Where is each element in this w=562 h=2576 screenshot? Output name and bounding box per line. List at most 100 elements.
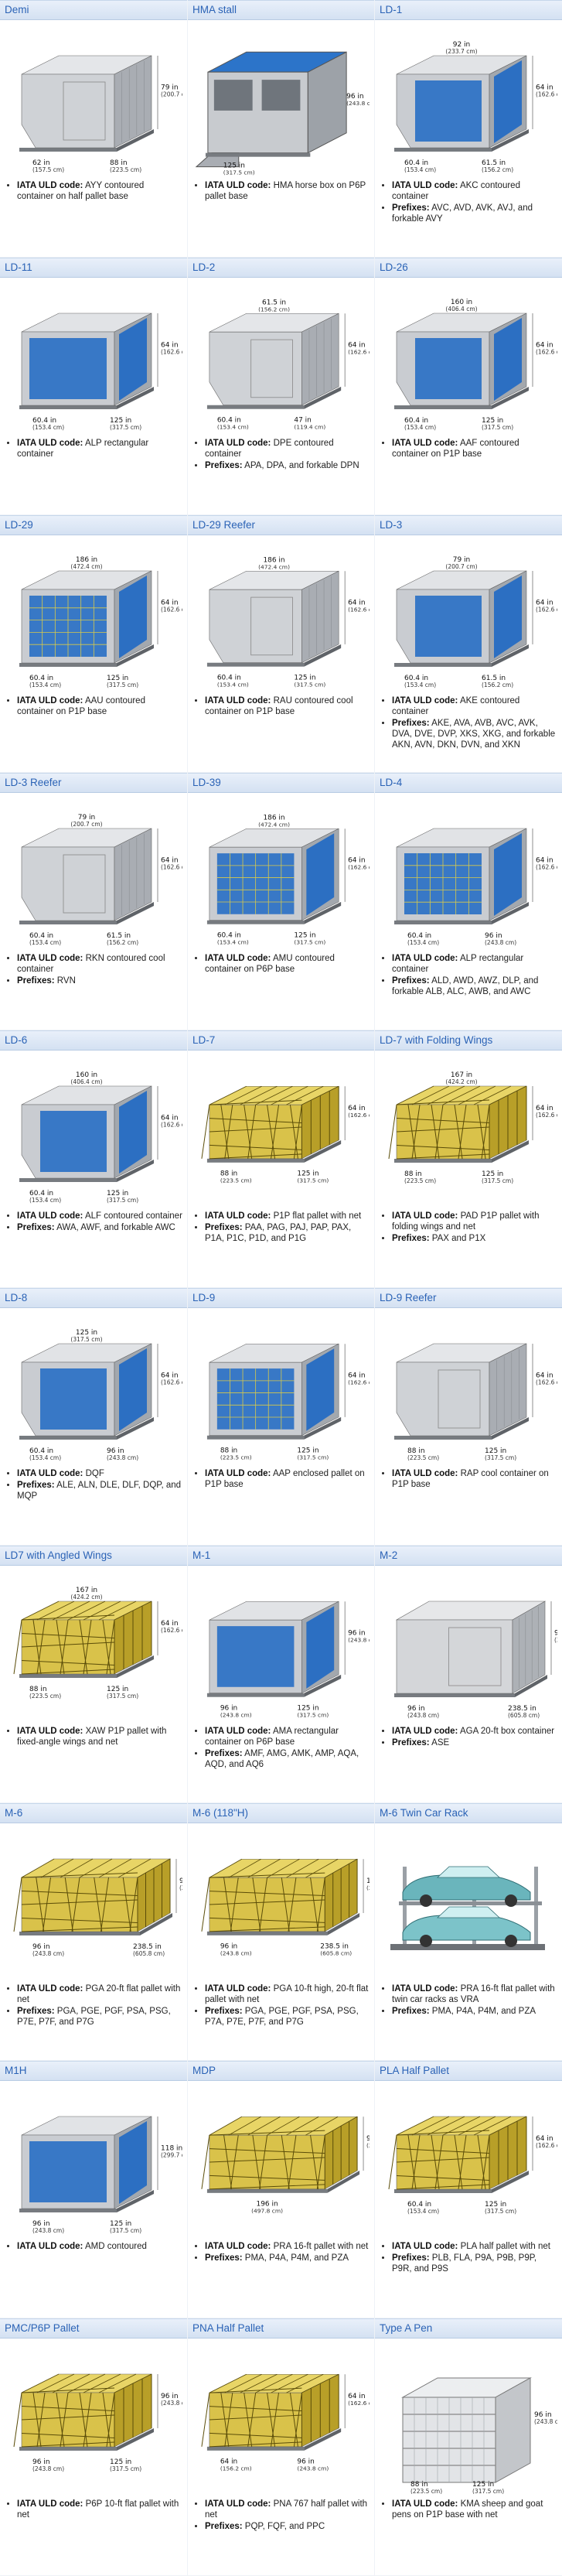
uld-title-link[interactable]: LD-7 with Folding Wings [380,1034,493,1046]
dimension-labels: 79 in(200.7 cm)64 in(162.6 cm)60.4 in(15… [29,814,182,946]
uld-title-link[interactable]: HMA stall [192,4,237,15]
uld-title-link[interactable]: M-2 [380,1549,398,1561]
dimension-value: 125 in [297,1705,318,1713]
uld-title-link[interactable]: LD-3 Reefer [5,777,62,788]
uld-title-link[interactable]: LD-39 [192,777,221,788]
dimension-value: 61.5 in [107,932,131,940]
dimension-metric: (200.7 cm) [161,91,182,98]
card-header: LD-9 Reefer [375,1288,562,1308]
uld-code-value: ALF contoured container [84,1211,182,1221]
uld-title-link[interactable]: M1H [5,2065,27,2076]
uld-illustration: 118 in(299.7 cm)96 in(243.8 cm)238.5 in(… [201,1858,370,1957]
front-face [209,1104,302,1160]
uld-code-item: IATA ULD code: AMU contoured container o… [205,953,370,975]
front-panel [40,1368,107,1430]
uld-details: IATA ULD code: AKE contoured containerPr… [380,695,557,750]
uld-code-item: IATA ULD code: PRA 16-ft pallet with net [205,2241,370,2252]
uld-code-item: IATA ULD code: PAD P1P pallet with foldi… [392,1211,557,1232]
dimension-value: 118 in [366,1877,370,1885]
uld-code-label: IATA ULD code: [205,439,271,448]
uld-code-value: XAW P1P pallet with fixed-angle wings an… [17,1727,167,1747]
uld-prefixes-label: Prefixes: [392,719,430,728]
dimension-labels: 96 in(243.8 cm)96 in(243.8 cm)125 in(317… [220,1601,370,1719]
dimension-metric: (605.8 cm) [320,1950,352,1957]
dimension-metric: (119.4 cm) [294,424,325,431]
dimension-labels: 96 in(243.8 cm)88 in(223.5 cm)125 in(317… [410,2411,557,2494]
uld-details: IATA ULD code: KMA sheep and goat pens o… [380,2499,557,2520]
uld-title-link[interactable]: M-6 [5,1807,23,1819]
dimension-value: 96 in [366,2135,370,2143]
card-header: M-6 (118"H) [188,1803,374,1823]
uld-title-link[interactable]: M-1 [192,1549,211,1561]
uld-title-link[interactable]: M-6 (118"H) [192,1807,249,1819]
uld-title-link[interactable]: LD7 with Angled Wings [5,1549,112,1561]
door-panel [494,60,522,143]
dimension-value: 125 in [297,1447,318,1455]
uld-title-link[interactable]: M-6 Twin Car Rack [380,1807,468,1819]
uld-title-link[interactable]: Demi [5,4,29,15]
dimension-metric: (162.6 cm) [536,864,557,871]
side-face [301,570,339,664]
uld-title-link[interactable]: PLA Half Pallet [380,2065,450,2076]
dimension-value: 61.5 in [262,299,286,306]
uld-illustration: 96 in(243.8 cm)196 in(497.8 cm) [201,2116,370,2215]
uld-title-link[interactable]: LD-4 [380,777,403,788]
uld-prefixes-value: ALD, AWD, AWZ, DLP, and forkable ALB, AL… [392,976,539,996]
uld-prefixes-value: PMA, P4A, P4M, and PZA [244,2253,349,2263]
dimension-metric: (243.8 cm) [220,1950,252,1957]
dimension-value: 96 in [179,1877,182,1885]
dimension-value: 96 in [346,93,363,101]
dimension-value: 160 in [76,1071,97,1079]
uld-title-link[interactable]: LD-29 Reefer [192,519,256,531]
dimension-metric: (162.6 cm) [536,349,557,356]
uld-illustration: 96 in(243.8 cm)96 in(243.8 cm)125 in(317… [206,1601,370,1719]
uld-card: LD-764 in(162.6 cm)88 in(223.5 cm)125 in… [188,1030,375,1288]
door-panel [494,833,522,916]
uld-title-link[interactable]: LD-11 [5,261,32,273]
uld-code-value: DQF [85,1469,104,1478]
front-face [396,1619,513,1694]
uld-illustration: 64 in(162.6 cm)60.4 in(153.4 cm)96 in(24… [394,828,557,946]
dimension-value: 88 in [404,1170,422,1178]
uld-title-link[interactable]: LD-1 [380,4,403,15]
card-header: LD-39 [188,773,374,793]
uld-code-label: IATA ULD code: [392,181,458,190]
uld-title-link[interactable]: Type A Pen [380,2322,433,2334]
uld-prefixes-label: Prefixes: [17,976,55,986]
uld-title-link[interactable]: LD-6 [5,1034,28,1046]
dimension-metric: (317.5 cm) [485,2208,516,2215]
dimension-metric: (243.8 cm) [161,2400,182,2407]
card-header: M-6 [0,1803,187,1823]
uld-prefixes-value: PAX and P1X [431,1234,486,1243]
door-panel [119,576,147,658]
uld-prefixes-label: Prefixes: [392,2007,430,2016]
uld-code-label: IATA ULD code: [17,696,83,705]
uld-title-link[interactable]: LD-8 [5,1292,28,1303]
uld-title-link[interactable]: MDP [192,2065,216,2076]
dimension-metric: (317.5 cm) [297,1712,329,1719]
side-face [512,1601,546,1694]
uld-title-link[interactable]: LD-9 [192,1292,216,1303]
uld-code-item: IATA ULD code: AKE contoured container [392,695,557,717]
dimension-metric: (317.5 cm) [472,2488,504,2494]
uld-title-link[interactable]: LD-2 [192,261,216,273]
uld-title-link[interactable]: LD-7 [192,1034,216,1046]
uld-title-link[interactable]: LD-26 [380,261,408,273]
uld-title-link[interactable]: LD-9 Reefer [380,1292,437,1303]
card-header: MDP [188,2061,374,2081]
pallet-base [19,1178,117,1182]
uld-card: LD-4 64 in(162.6 cm)60.4 in(153.4 cm)96 i… [375,773,562,1030]
uld-prefixes-value: AKE, AVA, AVB, AVC, AVK, DVA, DVE, DVP, … [392,719,556,750]
uld-title-link[interactable]: PMC/P6P Pallet [5,2322,80,2334]
front-face [21,1877,138,1932]
dimension-labels: 96 in(243.8 cm)125 in(317.5 cm) [223,93,370,176]
uld-title-link[interactable]: LD-3 [380,519,403,531]
uld-title-link[interactable]: PNA Half Pallet [192,2322,264,2334]
dimension-metric: (162.6 cm) [161,864,182,871]
uld-code-label: IATA ULD code: [205,181,271,190]
front-face [396,1361,490,1437]
uld-title-link[interactable]: LD-29 [5,519,33,531]
